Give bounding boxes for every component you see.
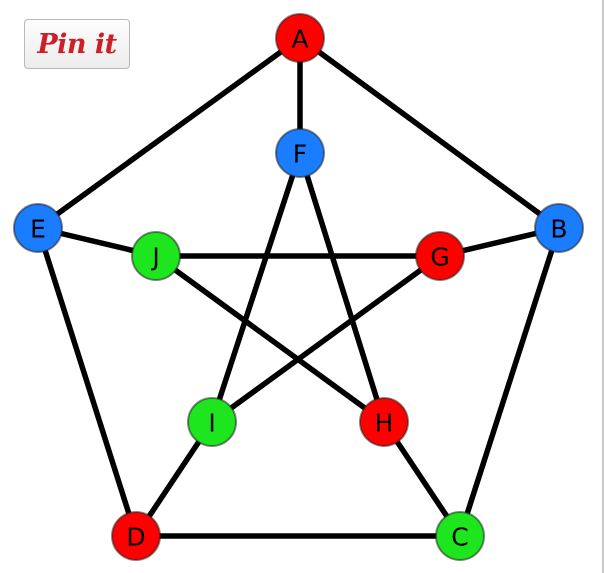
node-c-label: C — [451, 523, 468, 552]
right-border — [602, 0, 604, 573]
node-h[interactable]: H — [359, 397, 409, 447]
node-d-circle — [111, 511, 161, 561]
node-i[interactable]: I — [187, 397, 237, 447]
node-g[interactable]: G — [415, 231, 465, 281]
node-e-label: E — [30, 215, 46, 244]
node-d-label: D — [126, 523, 145, 552]
node-a-circle — [275, 13, 325, 63]
node-f-label: F — [293, 140, 307, 169]
node-j[interactable]: J — [131, 231, 181, 281]
node-g-circle — [415, 231, 465, 281]
node-f[interactable]: F — [275, 128, 325, 178]
node-b-label: B — [550, 215, 567, 244]
node-a-label: A — [291, 25, 308, 54]
edges-layer — [35, 35, 562, 539]
node-j-label: J — [150, 243, 159, 272]
node-e[interactable]: E — [13, 203, 63, 253]
node-h-circle — [359, 397, 409, 447]
node-a[interactable]: A — [275, 13, 325, 63]
node-h-label: H — [375, 409, 394, 438]
node-f-circle — [275, 128, 325, 178]
node-c[interactable]: C — [435, 511, 485, 561]
node-i-circle — [187, 397, 237, 447]
edge-d-e — [35, 225, 139, 539]
pin-it-label: Pin it — [37, 28, 117, 60]
node-c-circle — [435, 511, 485, 561]
edge-b-c — [457, 225, 562, 539]
node-b-circle — [534, 203, 584, 253]
node-j-circle — [131, 231, 181, 281]
node-e-circle — [13, 203, 63, 253]
node-i-label: I — [208, 409, 215, 438]
nodes-layer: A B C D E F G H I J — [13, 13, 584, 561]
edge-f-h — [297, 150, 387, 425]
edge-h-j — [153, 253, 387, 425]
node-d[interactable]: D — [111, 511, 161, 561]
node-b[interactable]: B — [534, 203, 584, 253]
edge-e-a — [35, 35, 303, 231]
edge-a-b — [297, 35, 562, 231]
node-g-label: G — [430, 243, 449, 272]
edge-g-i — [209, 253, 443, 425]
pin-it-button[interactable]: Pin it — [24, 19, 130, 69]
edge-f-i — [209, 150, 303, 425]
